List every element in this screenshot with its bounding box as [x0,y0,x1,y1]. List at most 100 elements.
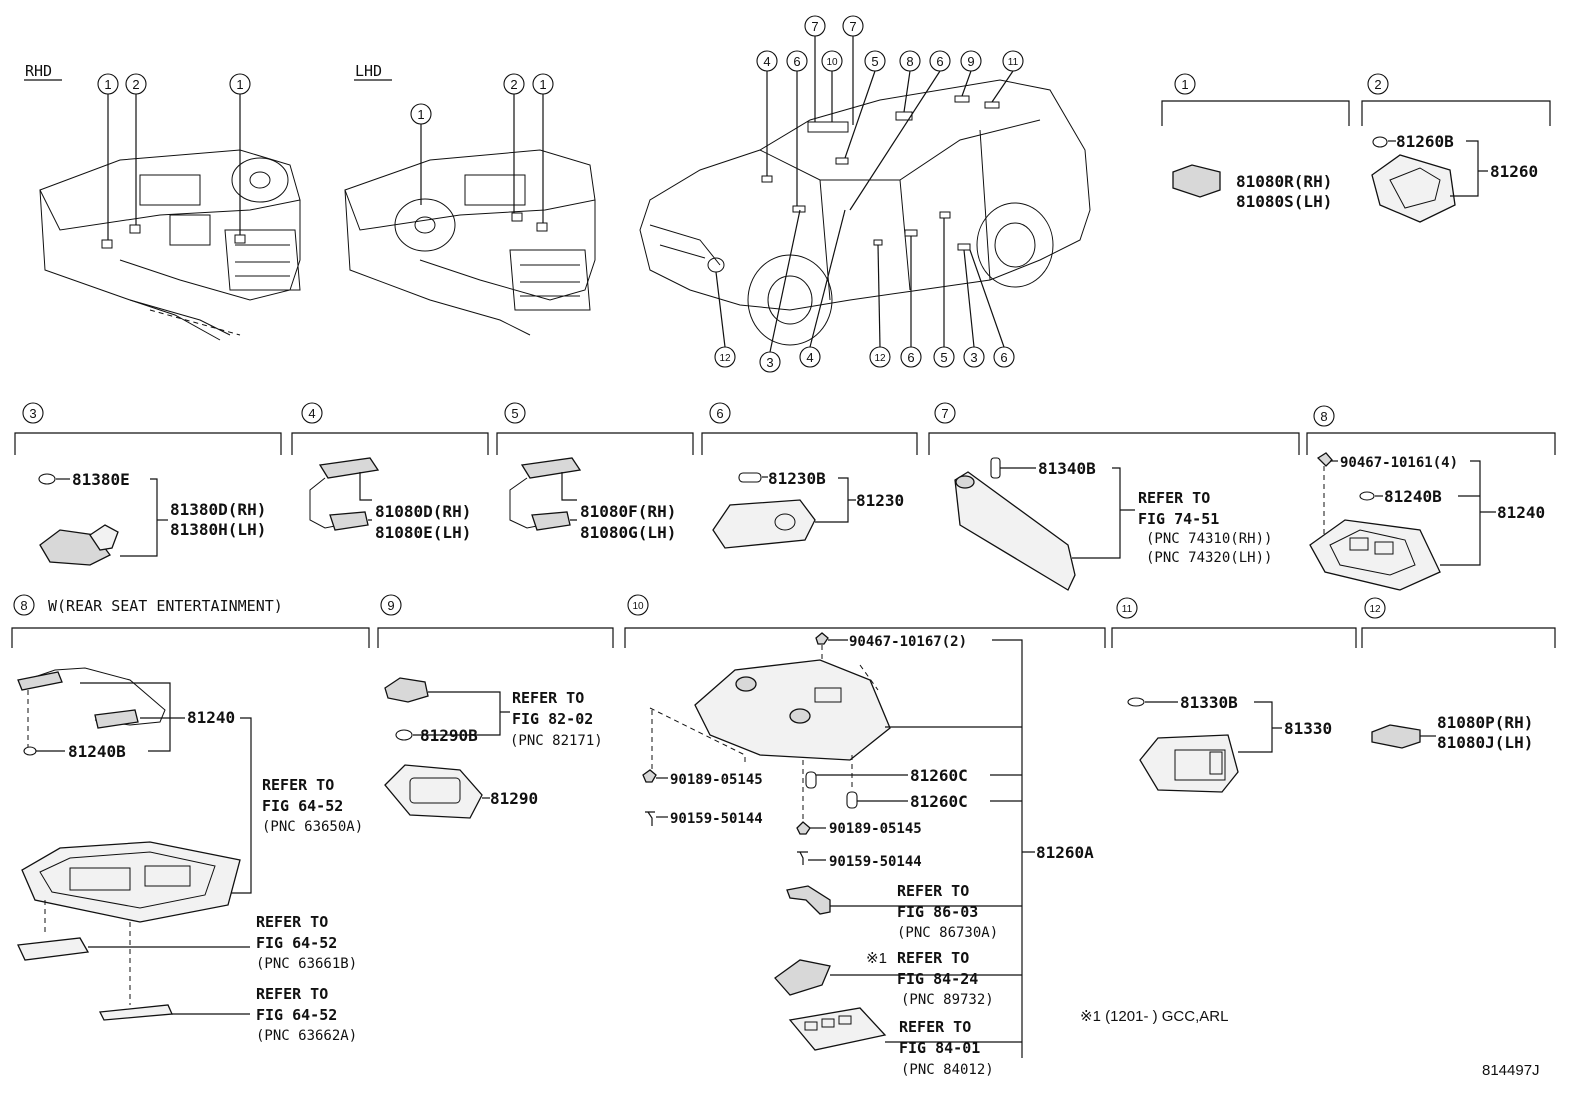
section-7-number: 7 [941,406,948,421]
section-9-fig: FIG 82-02 [512,710,593,728]
section-9: 9 81290B REFER TO FIG 82-02 (PNC 82171) … [377,594,614,819]
part-81080R: 81080R(RH) [1236,172,1332,191]
section-11-number: 11 [1122,604,1133,615]
rhd-label: RHD [25,62,52,80]
callout-12: 12 [719,353,731,364]
part-81240: 81240 [187,708,235,727]
callout-4: 4 [763,54,770,69]
callout-8: 8 [906,54,913,69]
section-10-refer-1: REFER TO [897,882,969,900]
callout-6: 6 [936,54,943,69]
section-8w-fig-1: FIG 64-52 [262,797,343,815]
part-81080S: 81080S(LH) [1236,192,1332,211]
part-90189-05145-a: 90189-05145 [670,772,763,788]
rhd-panel: RHD 1 2 1 [24,62,301,341]
section-7-pnc-lh: (PNC 74320(LH)) [1146,550,1272,566]
part-81380E: 81380E [72,470,130,489]
section-8w-refer-1: REFER TO [262,776,334,794]
part-81380D: 81380D(RH) [170,500,266,519]
part-81260A: 81260A [1036,843,1094,862]
section-7-pnc-rh: (PNC 74310(RH)) [1146,531,1272,547]
section-6-number: 6 [716,406,723,421]
callout-1: 1 [539,77,546,92]
section-8: 8 90467-10161(4) 81240B 81240 [1306,405,1556,591]
callout-11: 11 [1008,57,1019,68]
section-10-refer-3: REFER TO [899,1018,971,1036]
section-8w-fig-2: FIG 64-52 [256,934,337,952]
section-10: 10 90467-10167(2) 90189-05145 90159-5014… [624,594,1106,1078]
section-8w-fig-3: FIG 64-52 [256,1006,337,1024]
section-7-fig: FIG 74-51 [1138,510,1219,528]
section-8w-pnc-2: (PNC 63661B) [256,956,357,972]
part-81330: 81330 [1284,719,1332,738]
part-81230B: 81230B [768,469,826,488]
callout-7: 7 [811,19,818,34]
section-12-number: 12 [1369,604,1381,615]
callout-9: 9 [967,54,974,69]
part-81080G: 81080G(LH) [580,523,676,542]
section-10-fig-3: FIG 84-01 [899,1039,980,1057]
part-81330B: 81330B [1180,693,1238,712]
section-9-number: 9 [387,598,394,613]
part-81240B: 81240B [68,742,126,761]
section-11: 11 81330B 81330 [1111,597,1357,793]
callout-5: 5 [871,54,878,69]
section-3: 3 81380E 81380D(RH) 81380H(LH) [14,402,282,566]
section-10-refer-2: REFER TO [897,949,969,967]
part-81080D: 81080D(RH) [375,502,471,521]
part-81080F: 81080F(RH) [580,502,676,521]
part-81380H: 81380H(LH) [170,520,266,539]
section-4-number: 4 [308,406,315,421]
section-5-number: 5 [511,406,518,421]
part-90159-50144-a: 90159-50144 [670,811,763,827]
callout-2: 2 [510,77,517,92]
part-81080E: 81080E(LH) [375,523,471,542]
section-10-number: 10 [632,601,644,612]
lhd-panel: LHD 1 2 1 [344,62,596,336]
part-81290: 81290 [490,789,538,808]
section-1: 1 81080R(RH) 81080S(LH) [1161,73,1350,211]
section-8w-number: 8 [20,598,27,613]
section-8w-title: W(REAR SEAT ENTERTAINMENT) [48,597,283,615]
callout-1: 1 [236,77,243,92]
section-5: 5 81080F(RH) 81080G(LH) [496,402,694,542]
section-10-pnc-3: (PNC 84012) [901,1062,994,1078]
part-81340B: 81340B [1038,459,1096,478]
section-2-number: 2 [1374,77,1381,92]
vehicle-panel: 4 6 7 10 7 5 8 6 9 11 12 3 4 12 6 5 3 6 [639,15,1091,373]
part-90159-50144-b: 90159-50144 [829,854,922,870]
figure-id: 814497J [1482,1062,1540,1079]
callout-3: 3 [766,355,773,370]
footnote: ※1 (1201- ) GCC,ARL [1080,1008,1228,1025]
section-10-mark: ※1 [866,950,887,967]
callout-6: 6 [907,350,914,365]
section-10-fig-2: FIG 84-24 [897,970,978,988]
section-8w-refer-3: REFER TO [256,985,328,1003]
callout-5: 5 [940,350,947,365]
callout-1: 1 [104,77,111,92]
callout-10: 10 [826,57,838,68]
callout-1: 1 [417,107,424,122]
section-8-number: 8 [1320,409,1327,424]
part-81080P: 81080P(RH) [1437,713,1533,732]
section-10-pnc-1: (PNC 86730A) [897,925,998,941]
section-10-fig-1: FIG 86-03 [897,903,978,921]
section-2: 2 81260B 81260 [1361,73,1551,223]
part-81260B: 81260B [1396,132,1454,151]
part-81290B: 81290B [420,726,478,745]
lhd-label: LHD [355,62,382,80]
section-8w-pnc-1: (PNC 63650A) [262,819,363,835]
section-8w-pnc-3: (PNC 63662A) [256,1028,357,1044]
section-3-number: 3 [29,406,36,421]
part-90467-10161: 90467-10161(4) [1340,455,1458,471]
callout-4: 4 [806,350,813,365]
section-9-refer: REFER TO [512,689,584,707]
part-90467-10167: 90467-10167(2) [849,634,967,650]
callout-2: 2 [132,77,139,92]
callout-12: 12 [874,353,886,364]
part-81260C-b: 81260C [910,792,968,811]
section-6: 6 81230B 81230 [701,402,918,549]
section-1-number: 1 [1181,77,1188,92]
